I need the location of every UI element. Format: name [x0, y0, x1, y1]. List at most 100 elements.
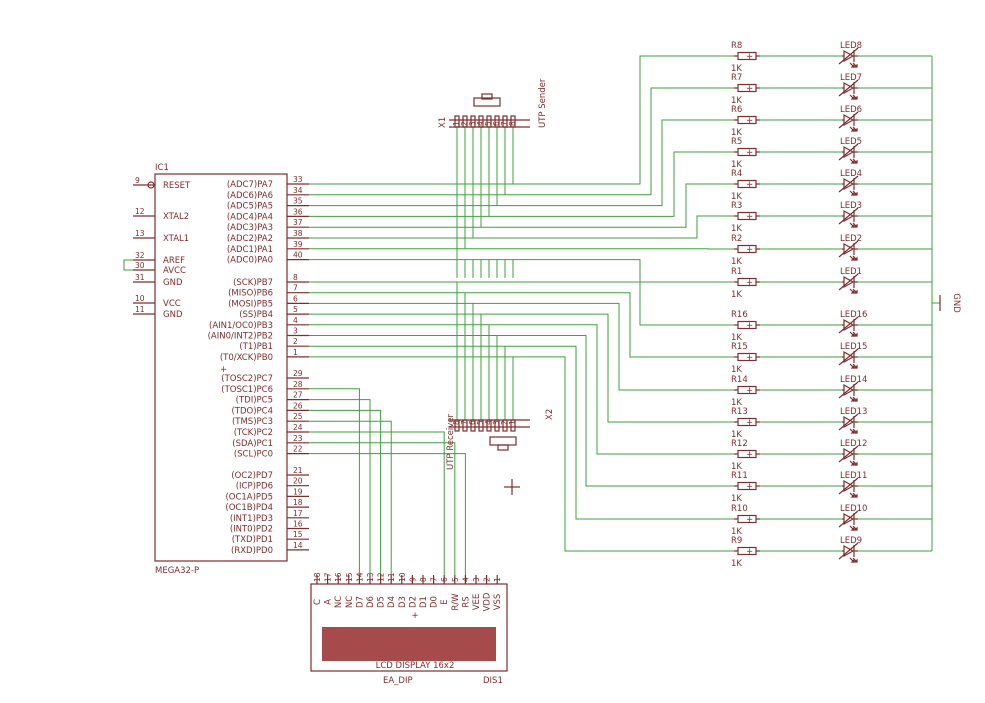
resistor-name: R10: [731, 504, 748, 514]
led-arrow-heads: [850, 95, 858, 100]
ic1-right-pin-name: (MISO)PB6: [228, 289, 273, 299]
led-name: LED3: [840, 201, 862, 211]
x2-pin: [478, 419, 484, 432]
lcd-pin-name: D5: [377, 596, 387, 608]
portb-resistor-wire: [309, 345, 734, 520]
lcd-pin-name: NC: [345, 596, 355, 608]
portb-resistor-wire: [309, 313, 734, 423]
led-arrow-heads: [850, 159, 858, 164]
x2-pin-num: 6: [468, 420, 477, 425]
resistor-name: R11: [731, 471, 748, 481]
ic1-right-pin-num: 28: [293, 380, 303, 389]
ic1-right-pin-name: (TCK)PC2: [234, 428, 273, 438]
ic1-left-pin-name: AREF: [163, 256, 185, 266]
led-arrow-heads: [850, 289, 858, 294]
x1-pin-num: 1: [452, 121, 461, 126]
led-slash: [838, 79, 859, 97]
x2-pin: [494, 419, 500, 432]
lcd-pin-name: NC: [334, 596, 344, 608]
porta-resistor-wire: [309, 87, 734, 196]
led-name: LED1: [840, 267, 862, 277]
ic1-right-pin-name: (SS)PB4: [239, 310, 273, 320]
led-name: LED16: [840, 310, 867, 320]
resistor-name: R6: [731, 105, 742, 115]
ic1-right-pin-num: 40: [293, 251, 303, 260]
resistor-value: 1K: [731, 494, 742, 504]
ic1-right-pin-num: 23: [293, 434, 303, 443]
ic1-right-pin-num: 24: [293, 423, 303, 432]
portb-resistor-wire: [309, 281, 734, 326]
x1-pin: [478, 115, 484, 128]
lcd-name: DIS1: [483, 676, 503, 686]
ic1-right-pin-num: 17: [293, 509, 303, 518]
led-arrow-heads: [850, 63, 858, 68]
resistor-origin: +: [746, 212, 753, 222]
ic1-right-pin-name: (ADC7)PA7: [227, 180, 273, 190]
lcd-pin-num: 3: [472, 577, 481, 582]
resistor-value: 1K: [731, 257, 742, 267]
led-name: LED6: [840, 105, 862, 115]
lcd-pin-name: E: [440, 599, 450, 604]
ic1-left-pin-name: GND: [163, 278, 183, 288]
x2-pin: [486, 419, 492, 432]
x1-socket: [473, 97, 501, 107]
resistor-name: R16: [731, 310, 748, 320]
portb-resistor-wire: [309, 335, 734, 487]
led-slash: [838, 316, 859, 334]
ic1-right-pin-name: (SCL)PC0: [234, 450, 273, 460]
led-slash: [838, 348, 859, 366]
lcd-pin-num: 11: [387, 572, 396, 582]
x2-pin-num: 8: [452, 420, 461, 425]
porta-resistor-wire: [309, 259, 734, 283]
led-name: LED14: [840, 375, 867, 385]
led-name: LED7: [840, 73, 862, 83]
lcd-pin-num: 15: [345, 572, 354, 582]
x2-name: X2: [545, 409, 555, 420]
ic1-right-pin-num: 22: [293, 445, 303, 454]
resistor-name: R15: [731, 342, 748, 352]
ic1-right-pin-num: 29: [293, 369, 303, 378]
porta-resistor-wire: [309, 55, 734, 185]
ic1-left-pin-num: 32: [135, 251, 145, 260]
resistor-name: R2: [731, 234, 742, 244]
ic1-right-pin-num: 15: [293, 530, 303, 539]
aref-avcc-wire: [123, 259, 133, 271]
led-slash: [838, 413, 859, 431]
x1-name: X1: [438, 117, 448, 128]
led-name: LED11: [840, 471, 867, 481]
resistor-name: R5: [731, 137, 742, 147]
x2-pin: [510, 419, 516, 432]
led-arrow-heads: [850, 397, 858, 402]
ic1-right-pin-name: (SCK)PB7: [233, 278, 273, 288]
resistor-origin: +: [746, 353, 753, 363]
resistor-value: 1K: [731, 365, 742, 375]
ic1-right-pin-name: (OC1B)PD4: [225, 503, 273, 513]
lcd-pin-num: 12: [377, 572, 386, 582]
resistor-name: R12: [731, 439, 748, 449]
x1-pin-num: 2: [460, 121, 469, 126]
lcd-pin-num: 5: [451, 577, 460, 582]
ic1-right-pin-name: (TXD)PD1: [232, 535, 273, 545]
x1-pin-num: 7: [500, 121, 509, 126]
ic1-right-pin-name: (ADC4)PA4: [227, 212, 273, 222]
ic1-right-pin-name: (T0/XCK)PB0: [220, 353, 273, 363]
ic1-right-pin-name: (ADC6)PA6: [227, 191, 273, 201]
led-slash: [838, 47, 859, 65]
x1-pin: [462, 115, 468, 128]
lcd-pin-name: D6: [366, 596, 376, 608]
ic1-right-pin-num: 8: [293, 273, 298, 282]
ic1-right-pin-num: 18: [293, 498, 303, 507]
ic1-right-pin-num: 4: [293, 316, 298, 325]
lcd-pin-num: 16: [334, 572, 343, 582]
ic1-right-pin-name: (OC2)PD7: [231, 471, 273, 481]
resistor-value: 1K: [731, 128, 742, 138]
lcd-pin-name: D1: [419, 596, 429, 608]
led-name: LED13: [840, 407, 867, 417]
portc-lcd-wire: [309, 399, 371, 575]
ic1-right-pin-num: 5: [293, 305, 298, 314]
portc-lcd-wire: [309, 388, 360, 575]
x1-pin: [454, 115, 460, 128]
x2-pin-num: 5: [476, 420, 485, 425]
led-slash: [838, 207, 859, 225]
